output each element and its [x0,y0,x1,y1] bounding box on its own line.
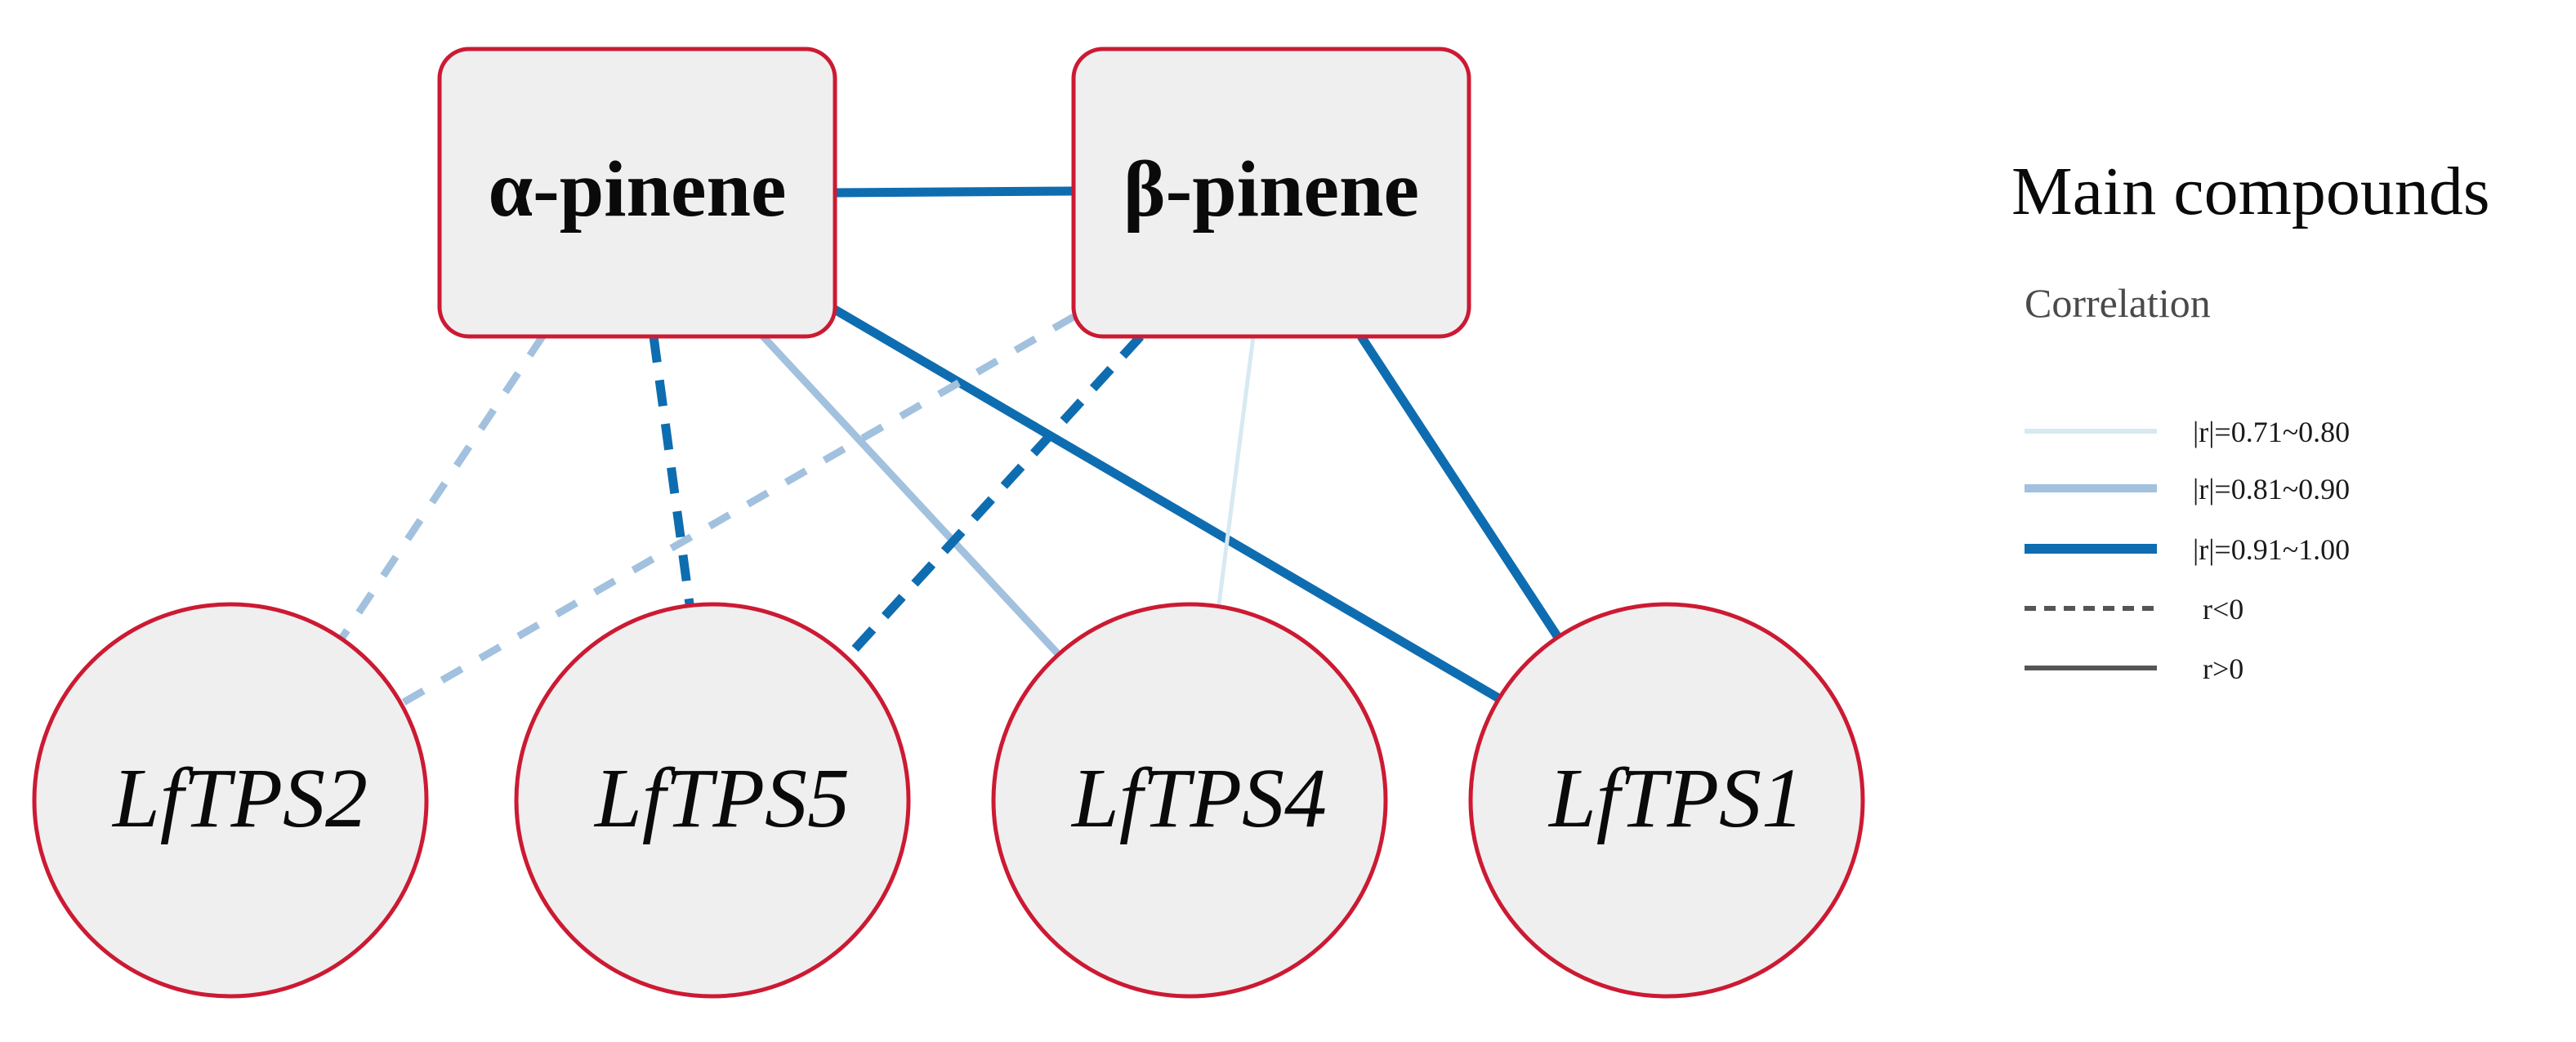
edge-alpha-pinene-beta-pinene [834,186,1074,198]
edge-beta-pinene-lftps4 [1217,336,1256,605]
node-beta-pinene: β-pinene [1071,47,1471,339]
node-alpha-pinene: α-pinene [437,47,837,339]
edge-alpha-pinene-lftps2 [338,334,546,641]
edges-layer [338,186,1563,706]
node-lftps1: LfTPS1 [1468,602,1865,999]
node-lftps2: LfTPS2 [32,602,429,999]
legend-subtitle: Correlation [2025,280,2211,326]
node-label-lftps1: LfTPS1 [1547,751,1804,845]
node-label-lftps5: LfTPS5 [593,751,850,845]
legend-label-strong: |r|=0.91~1.00 [2193,533,2350,566]
edge-beta-pinene-lftps5 [842,333,1145,661]
edge-alpha-pinene-lftps4 [760,333,1064,660]
node-label-lftps2: LfTPS2 [111,751,368,845]
node-label-alpha-pinene: α-pinene [488,145,786,234]
legend-title: Main compounds [2011,154,2490,229]
edge-beta-pinene-lftps1 [1357,333,1563,642]
node-lftps4: LfTPS4 [991,602,1388,999]
legend-label-weak: |r|=0.71~0.80 [2193,416,2350,448]
node-label-lftps4: LfTPS4 [1070,751,1327,845]
legend-label-positive: r>0 [2203,652,2243,685]
node-lftps5: LfTPS5 [514,602,911,999]
edge-alpha-pinene-lftps1 [831,305,1502,703]
legend: Main compounds Correlation |r|=0.71~0.80… [2011,154,2490,685]
legend-label-medium: |r|=0.81~0.90 [2193,473,2350,505]
legend-label-negative: r<0 [2203,593,2243,626]
node-label-beta-pinene: β-pinene [1123,145,1419,234]
edge-alpha-pinene-lftps5 [649,336,694,605]
